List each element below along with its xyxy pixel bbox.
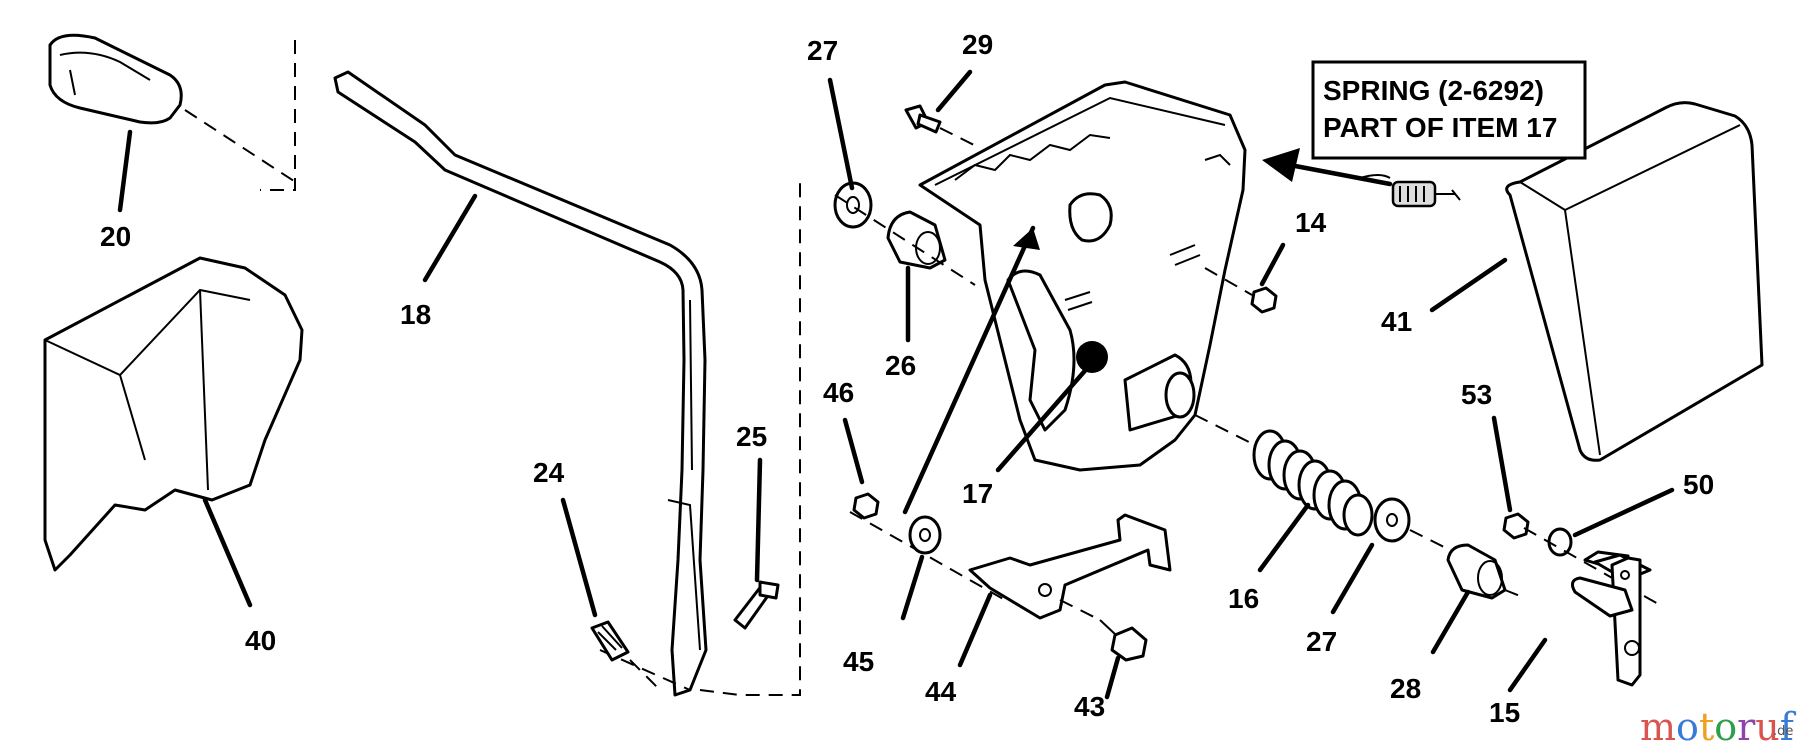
part-53-nut — [1502, 512, 1530, 540]
part-43-bolt — [1059, 599, 1148, 662]
label-27-lower: 27 — [1306, 626, 1337, 657]
pointer-arrows — [1013, 148, 1393, 250]
watermark-letter: m — [1640, 705, 1676, 749]
leader-lines — [117, 69, 1675, 700]
part-26-bushing — [886, 210, 947, 270]
part-18-shift-rod — [260, 40, 801, 697]
part-29-bolt — [904, 104, 981, 149]
part-17-shift-bracket — [918, 80, 1247, 472]
label-43: 43 — [1074, 691, 1105, 722]
part-24-bolt — [590, 620, 661, 691]
watermark-letter: u — [1755, 705, 1779, 749]
part-27-washer-lower — [1373, 497, 1461, 556]
watermark-suffix: .de — [1773, 724, 1793, 739]
label-44: 44 — [925, 676, 957, 707]
label-41: 41 — [1381, 306, 1412, 337]
label-20: 20 — [100, 221, 131, 252]
label-15: 15 — [1489, 697, 1520, 728]
label-17: 17 — [962, 478, 993, 509]
part-46-nut — [852, 492, 880, 520]
part-16-spring — [1194, 414, 1396, 537]
watermark-letter: o — [1676, 705, 1699, 749]
label-50: 50 — [1683, 469, 1714, 500]
part-15-lever — [1570, 550, 1652, 687]
label-16: 16 — [1228, 583, 1259, 614]
label-26: 26 — [885, 350, 916, 381]
part-40-left-cover — [43, 256, 304, 572]
label-29: 29 — [962, 29, 993, 60]
label-45: 45 — [843, 646, 874, 677]
label-53: 53 — [1461, 379, 1492, 410]
watermark-logo: motoruf .de — [1640, 705, 1797, 749]
label-40: 40 — [245, 625, 276, 656]
spring-callout-box: SPRING (2-6292) PART OF ITEM 17 — [1311, 60, 1587, 160]
callout-line-2: PART OF ITEM 17 — [1323, 112, 1557, 143]
watermark-letter: o — [1714, 705, 1737, 749]
watermark-letter: r — [1737, 705, 1756, 749]
label-27-upper: 27 — [807, 35, 838, 66]
label-28: 28 — [1390, 673, 1421, 704]
part-25-bolt — [733, 580, 780, 630]
callout-line-1: SPRING (2-6292) — [1323, 75, 1544, 106]
label-24: 24 — [533, 457, 565, 488]
part-labels: 20 18 40 24 25 27 29 26 46 45 17 44 43 1… — [100, 29, 1714, 728]
part-50-washer — [1523, 527, 1661, 606]
label-14: 14 — [1295, 207, 1327, 238]
spring-detail — [1359, 174, 1461, 208]
part-20-grip — [48, 33, 301, 186]
watermark-letter: f — [1780, 705, 1797, 749]
watermark-text: motoruf — [1640, 705, 1797, 749]
part-45-washer — [908, 515, 942, 555]
label-46: 46 — [823, 377, 854, 408]
part-28-bushing — [1446, 543, 1526, 600]
part-14-nut — [1204, 267, 1278, 314]
part-44-bracket — [968, 513, 1172, 620]
part-41-right-cover — [1505, 101, 1764, 462]
watermark-letter: t — [1699, 705, 1714, 749]
label-25: 25 — [736, 421, 767, 452]
label-18: 18 — [400, 299, 431, 330]
